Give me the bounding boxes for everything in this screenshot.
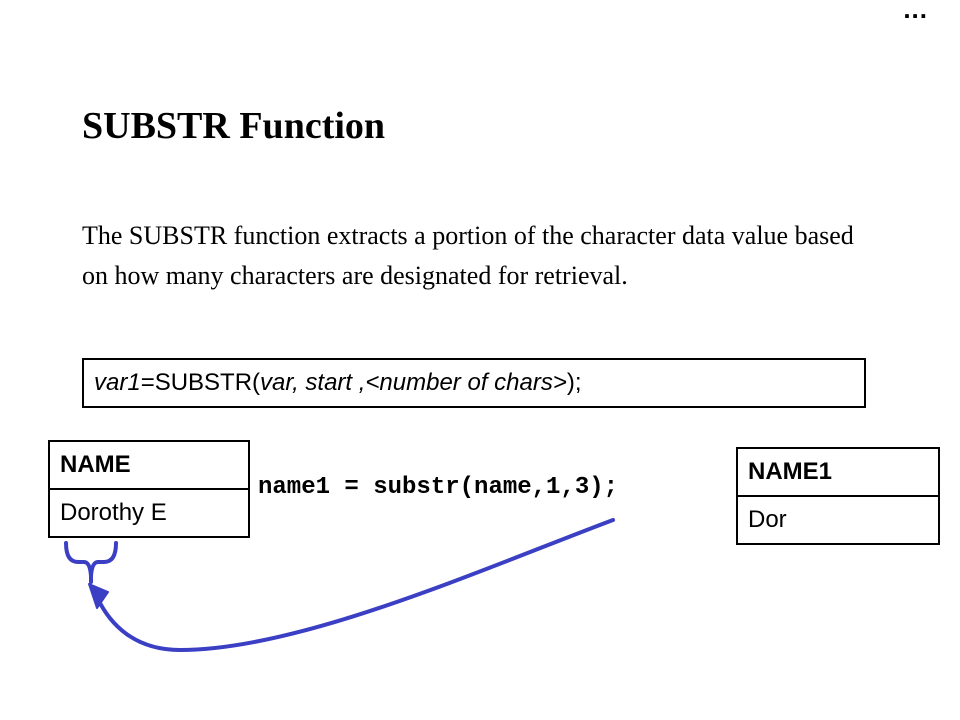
syntax-function-name: =SUBSTR( [140,369,261,396]
curved-arrow-icon [95,518,615,653]
code-statement: name1 = substr(name,1,3); [258,474,619,501]
arrowhead-icon [88,583,109,609]
brace-icon [64,541,118,584]
result-variable-header: NAME1 [738,449,938,497]
result-variable-box: NAME1 Dor [736,447,940,545]
source-variable-value: Dorothy E [60,499,167,526]
syntax-target-var: var1 [94,369,141,396]
source-variable-box: NAME Dorothy E [48,440,250,538]
slide-title: SUBSTR Function [82,105,386,147]
result-variable-value: Dor [748,506,787,533]
syntax-arguments: var, start ,<number of chars> [260,369,567,396]
syntax-box: var1=SUBSTR(var, start ,<number of chars… [82,358,866,408]
description-text: The SUBSTR function extracts a portion o… [82,221,854,290]
slide-continuation-ellipsis: ... [903,0,928,24]
syntax-close: ); [566,369,582,396]
source-variable-header: NAME [50,442,248,490]
